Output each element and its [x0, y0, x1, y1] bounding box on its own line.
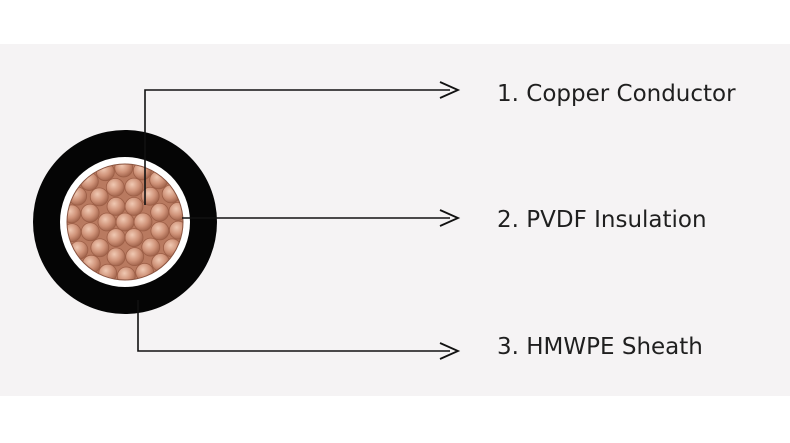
- copper-strand: [80, 222, 100, 242]
- callout-line-hmwpe-sheath: [137, 300, 450, 352]
- copper-strand: [106, 247, 126, 267]
- copper-strand: [150, 202, 170, 222]
- copper-strand: [141, 237, 161, 257]
- callout-arrowhead-pvdf-insulation: [439, 209, 461, 227]
- copper-strand: [124, 228, 144, 247]
- copper-strand: [105, 177, 125, 197]
- copper-strand: [115, 212, 135, 232]
- copper-strand: [116, 266, 136, 280]
- conductor-outline: [66, 163, 184, 281]
- callout-arrowhead-copper-conductor: [439, 81, 461, 99]
- copper-strand: [114, 164, 134, 178]
- callout-label-copper-conductor: 1. Copper Conductor: [497, 81, 736, 107]
- copper-strand: [80, 203, 100, 223]
- callout-label-pvdf-insulation: 2. PVDF Insulation: [497, 207, 707, 233]
- copper-strand: [125, 247, 145, 267]
- copper-strand: [150, 221, 170, 241]
- copper-strand: [89, 187, 109, 207]
- copper-strand: [133, 212, 153, 232]
- callout-arrowhead-hmwpe-sheath: [439, 342, 461, 360]
- copper-strand: [106, 228, 126, 247]
- copper-strand: [124, 197, 144, 216]
- callout-label-hmwpe-sheath: 3. HMWPE Sheath: [497, 334, 703, 360]
- copper-strand: [97, 212, 117, 232]
- copper-strand: [106, 197, 126, 216]
- copper-strand: [140, 186, 160, 206]
- callout-line-copper-conductor: [144, 89, 450, 205]
- copper-strand: [124, 177, 144, 197]
- copper-strand: [90, 238, 110, 258]
